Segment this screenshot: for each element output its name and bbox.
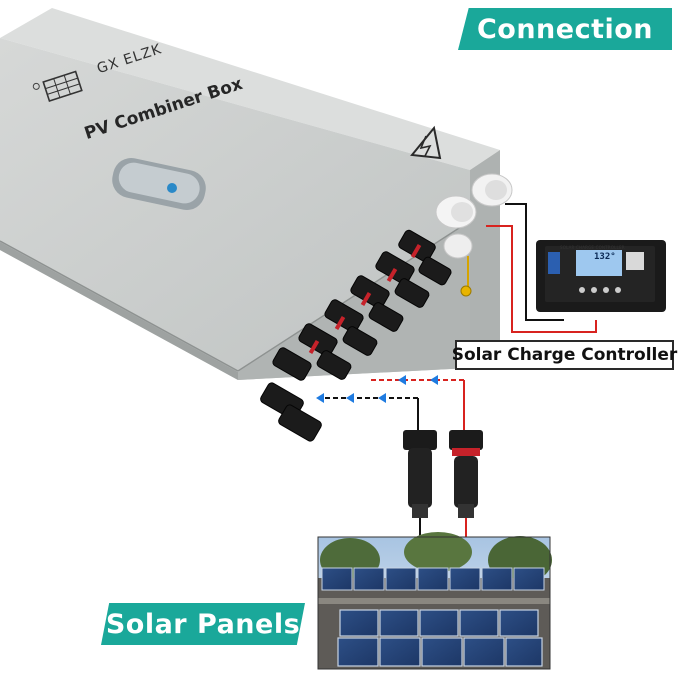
solar-panels-badge: Solar Panels <box>101 603 305 645</box>
controller-reading: 132° <box>594 252 616 262</box>
door-latch-icon <box>112 158 206 210</box>
connection-badge: Connection <box>458 8 672 50</box>
high-voltage-warning-icon <box>410 125 442 160</box>
charge-controller <box>536 240 666 312</box>
panel-mc4-connectors <box>403 430 483 540</box>
current-flow-arrows <box>316 375 438 403</box>
solar-panel-logo-icon <box>32 70 83 103</box>
combiner-box <box>0 8 500 380</box>
wiring <box>322 203 597 432</box>
mc4-red-rings <box>308 243 422 355</box>
solar-panel-photo <box>317 532 552 670</box>
controller-header: SOLAR CHARGE CONTROLLER <box>560 245 625 250</box>
cable-glands <box>435 173 513 259</box>
controller-label: Solar Charge Controller <box>452 340 677 370</box>
